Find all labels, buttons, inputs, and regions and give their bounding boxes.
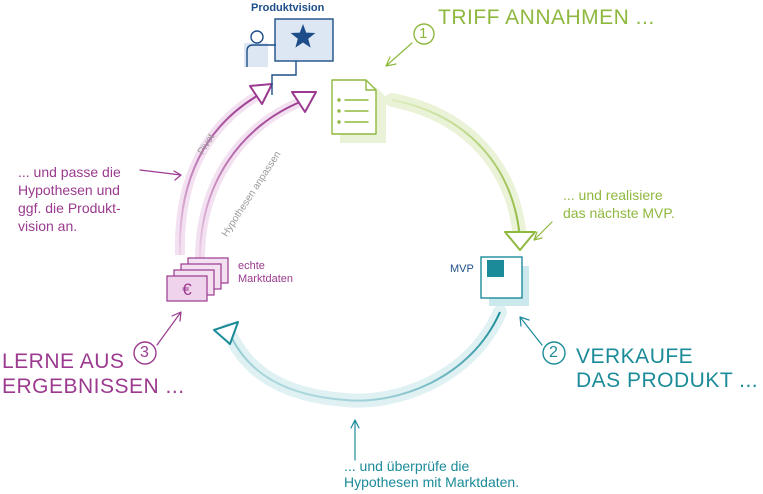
step1-number: 1 [419,25,428,42]
mvp-label: MVP [450,263,474,275]
product-vision-label: Produktvision [251,2,325,14]
step2-note-line1: ... und überprüfe die [344,458,470,474]
step3-title-line1: LERNE AUS [2,350,125,373]
step3-title-line2: ERGEBNISSEN ... [2,375,185,398]
person-icon [250,30,264,44]
pointer-arrow-3 [156,311,182,346]
product-vision-icon [244,18,334,95]
step3-number: 3 [140,344,149,361]
pointer-arrow-vision-note [139,169,182,181]
star-icon [290,24,316,48]
step2-title-line2: DAS PRODUKT ... [576,369,759,392]
step1-note-line2: das nächste MVP. [563,205,675,221]
currency-symbol: € [182,280,192,299]
pointer-arrow-market-note [350,419,360,461]
market-data-label-line1: echte [238,260,265,272]
arc-document-to-mvp [385,93,536,251]
money-icon: € [166,257,229,302]
step1-circle [413,23,435,45]
step3-circle [133,341,157,365]
mvp-box-icon [480,256,529,306]
step3-note-line2: Hypothesen und [18,182,120,198]
step3-note-line4: vision an. [18,218,78,234]
document-icon [331,79,386,143]
step1-title: TRIFF ANNAHMEN ... [438,6,655,29]
arc-pivot [174,83,273,256]
step2-title-line1: VERKAUFE [576,345,694,368]
step3-note-line1: ... und passe die [18,164,121,180]
step3-note-line3: ggf. die Produkt- [18,200,121,216]
arc-adjust-hypotheses [195,91,317,259]
step2-number: 2 [549,344,558,361]
arc-mvp-to-market-data [213,305,507,408]
pointer-arrow-mvp-note [533,221,553,241]
pointer-arrow-1 [385,42,413,67]
step2-note-line2: Hypothesen mit Marktdaten. [344,474,520,490]
market-data-label-line2: Marktdaten [238,273,294,285]
step1-note-line1: ... und realisiere [563,187,663,203]
step2-circle [542,341,566,365]
pointer-arrow-2 [519,316,543,346]
